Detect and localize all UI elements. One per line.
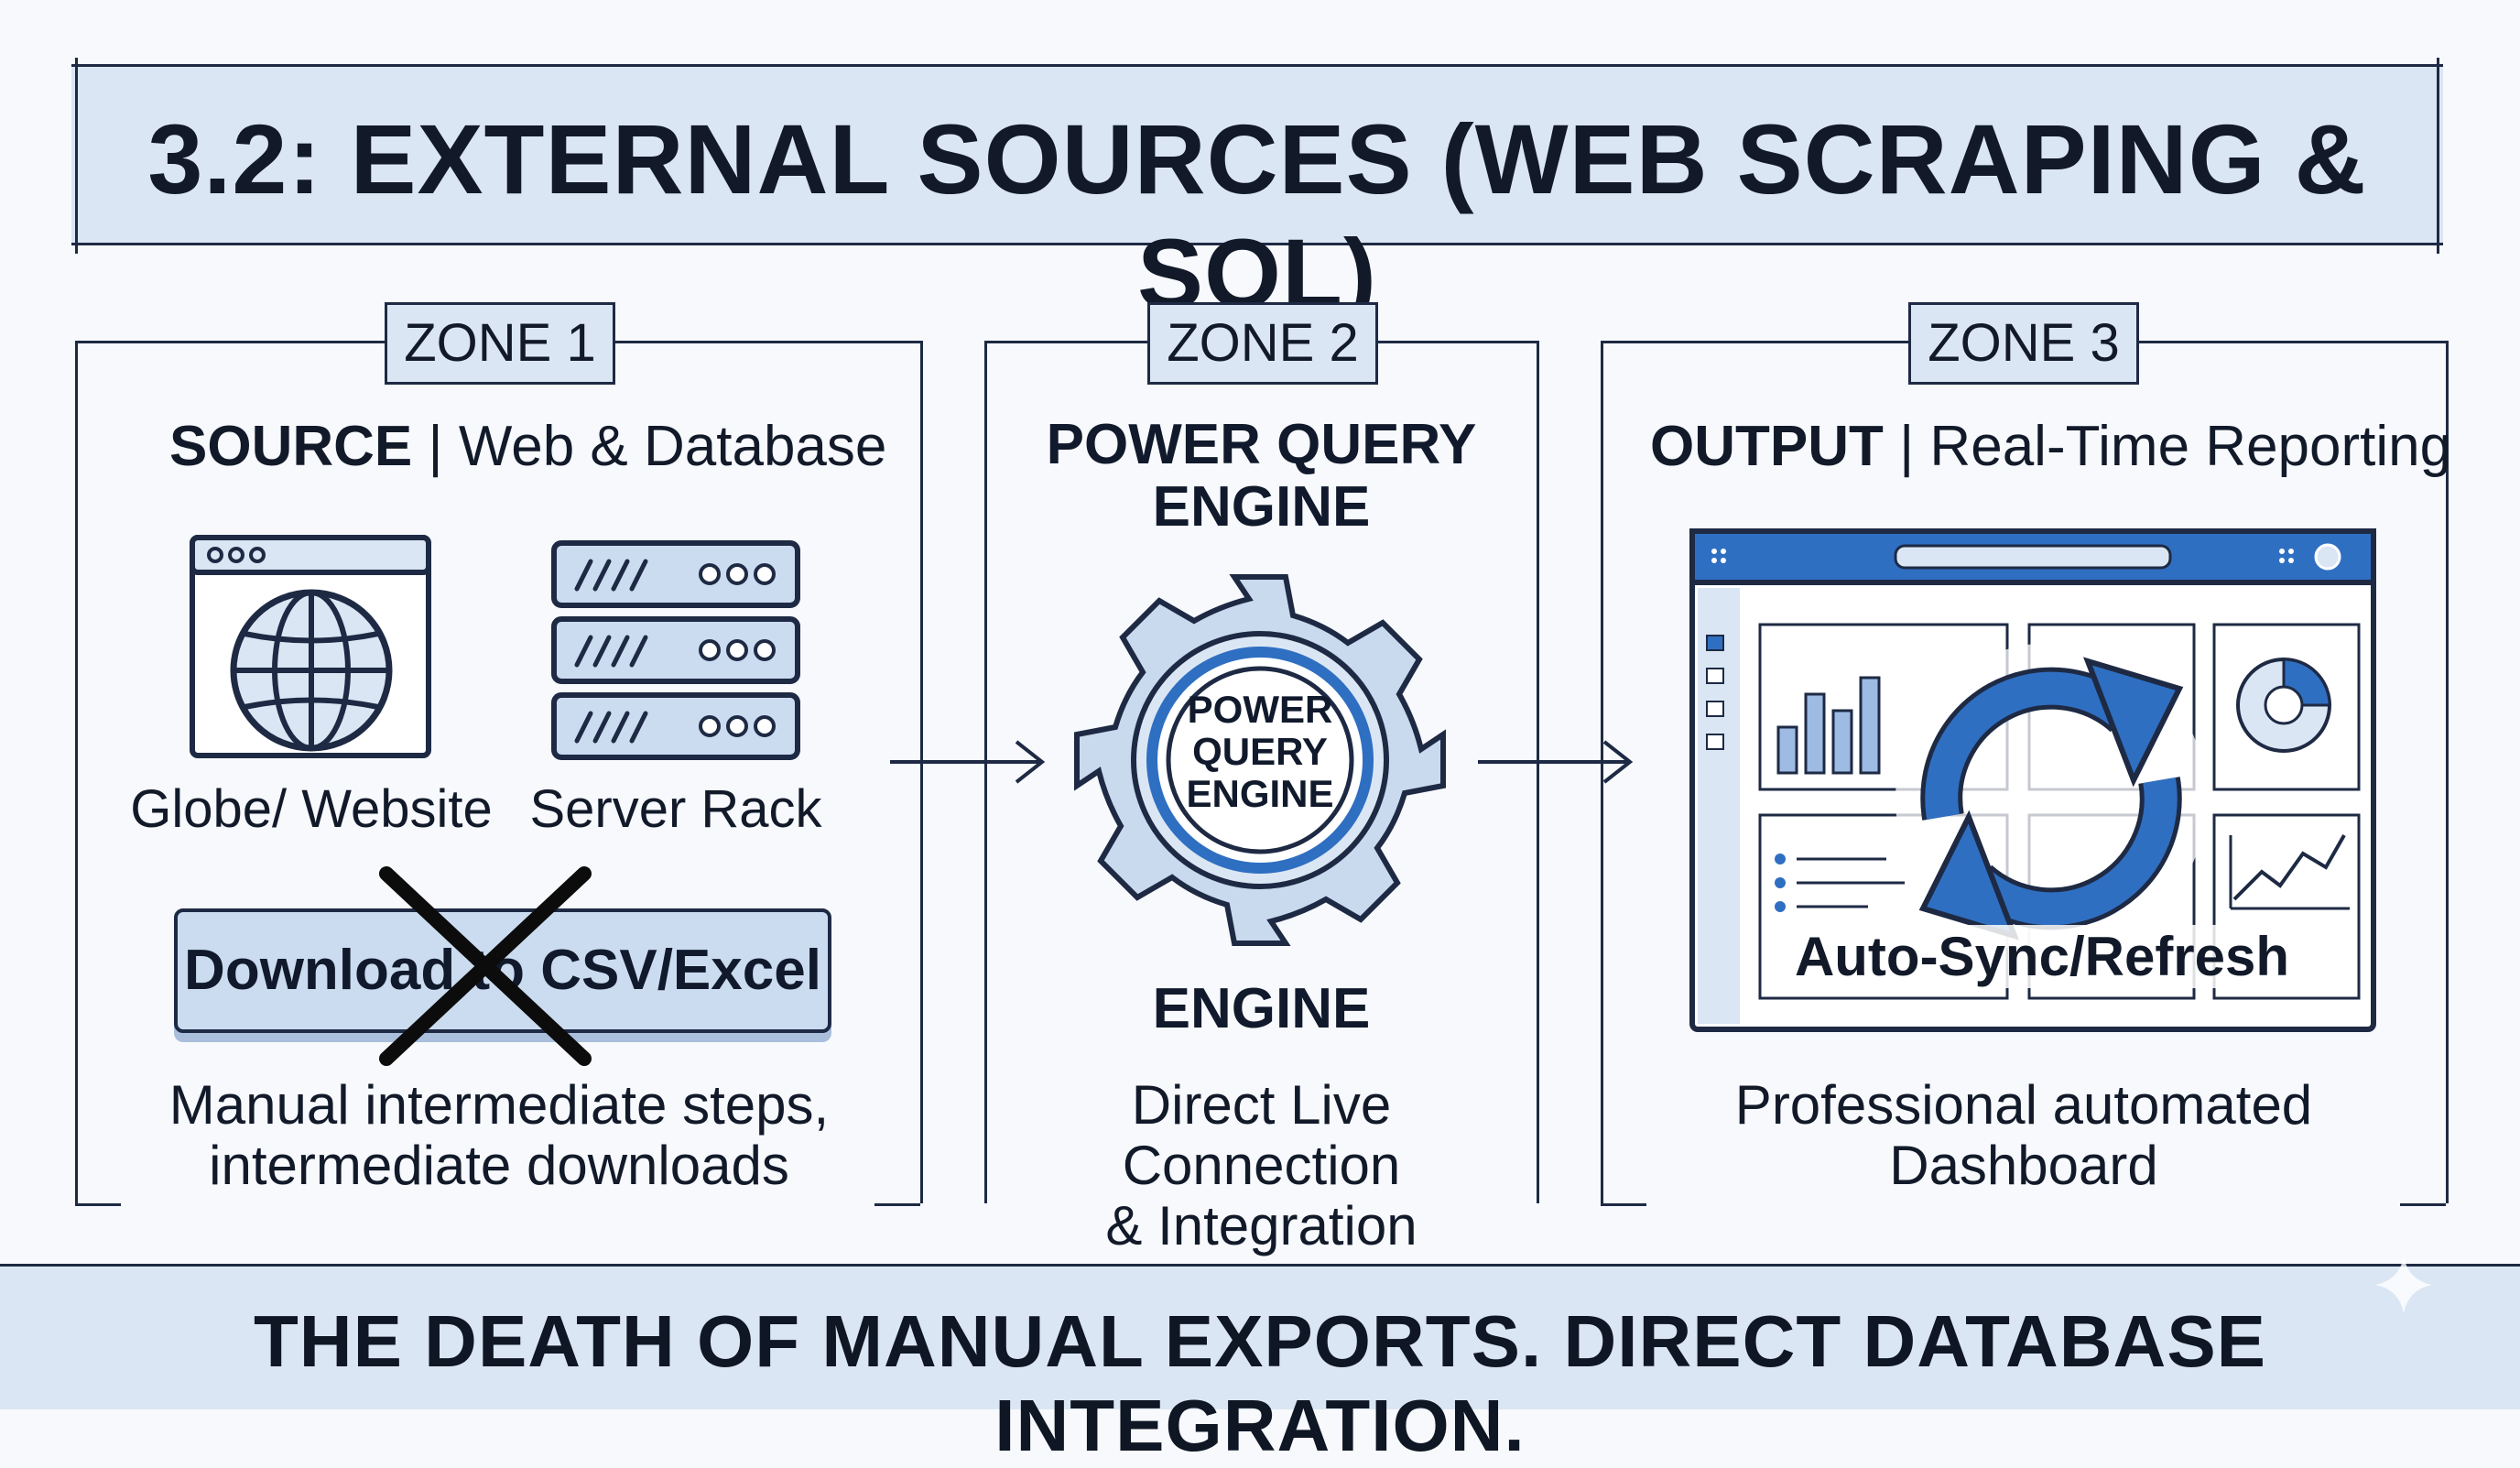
zone-3-heading-bold: OUTPUT <box>1650 415 1884 478</box>
server-rack-label: Server Rack <box>529 779 822 839</box>
globe-website-label: Globe/ Website <box>130 779 493 839</box>
zone-3-heading: OUTPUT | Real-Time Reporting <box>1650 414 2451 479</box>
zone-1-top-line-left <box>75 341 386 343</box>
zone-2-panel <box>984 341 1539 1203</box>
zone-3-bracket-bl <box>1601 1203 1646 1206</box>
zone-1-bracket-bl <box>75 1203 121 1206</box>
sparkle-icon <box>2375 1256 2432 1313</box>
zone-3-tag: ZONE 3 <box>1908 302 2139 385</box>
zone-2-top-line-left <box>984 341 1149 343</box>
zone-3-bracket-br <box>2400 1203 2446 1206</box>
page-title: 3.2: EXTERNAL SOURCES (WEB SCRAPING & SQ… <box>147 103 2367 329</box>
zone-1-heading-rest: | Web & Database <box>412 415 887 478</box>
zone-2-top-line-right <box>1372 341 1537 343</box>
zone-2-heading-line1: POWER QUERY <box>1046 413 1477 476</box>
zone-3-top-line-left <box>1601 341 1910 343</box>
server-rack-icon <box>551 540 800 760</box>
zone-2-heading-line2: ENGINE <box>1152 475 1371 538</box>
zone-1-heading: SOURCE | Web & Database <box>169 414 886 479</box>
zone-3-panel <box>1601 341 2449 1203</box>
gear-label-line2: QUERY <box>1192 730 1328 773</box>
zone-1-top-line-right <box>610 341 920 343</box>
zone-3-top-line-right <box>2134 341 2446 343</box>
zone-1-bracket-br <box>874 1203 920 1206</box>
zone-2-bottom-mask <box>984 1203 1539 1209</box>
arrow-right-icon <box>890 740 1046 784</box>
power-query-gear-icon <box>1074 574 1446 946</box>
cross-out-x-icon <box>379 866 592 1066</box>
gear-label-line1: POWER <box>1187 688 1333 731</box>
zone-2-description: Direct Live Connection & Integration <box>1105 1074 1418 1256</box>
zone-1-heading-bold: SOURCE <box>169 415 413 478</box>
zone-1-tag: ZONE 1 <box>385 302 615 385</box>
gear-label-line3: ENGINE <box>1186 772 1334 815</box>
dashboard-window-icon <box>1689 528 2376 1032</box>
auto-sync-refresh-label: Auto-Sync/Refresh <box>1786 925 2298 988</box>
zone-3-description: Professional automated Dashboard <box>1734 1074 2313 1196</box>
title-banner: 3.2: EXTERNAL SOURCES (WEB SCRAPING & SQ… <box>71 58 2443 329</box>
zone-1-panel <box>75 341 923 1203</box>
globe-website-icon <box>190 535 431 758</box>
zone-2-subheading: ENGINE <box>1152 977 1371 1040</box>
zone-3-heading-rest: | Real-Time Reporting <box>1883 415 2452 478</box>
zone-2-tag: ZONE 2 <box>1147 302 1378 385</box>
zone-2-heading: POWER QUERY ENGINE <box>1007 414 1515 538</box>
zone-3-bottom-mask <box>1601 1203 2449 1209</box>
footer-banner: THE DEATH OF MANUAL EXPORTS. DIRECT DATA… <box>0 1264 2520 1466</box>
gear-label: POWER QUERY ENGINE <box>1161 689 1359 815</box>
footer-tagline: THE DEATH OF MANUAL EXPORTS. DIRECT DATA… <box>253 1300 2267 1466</box>
zone-1-description: Manual intermediate steps, intermediate … <box>168 1074 830 1196</box>
